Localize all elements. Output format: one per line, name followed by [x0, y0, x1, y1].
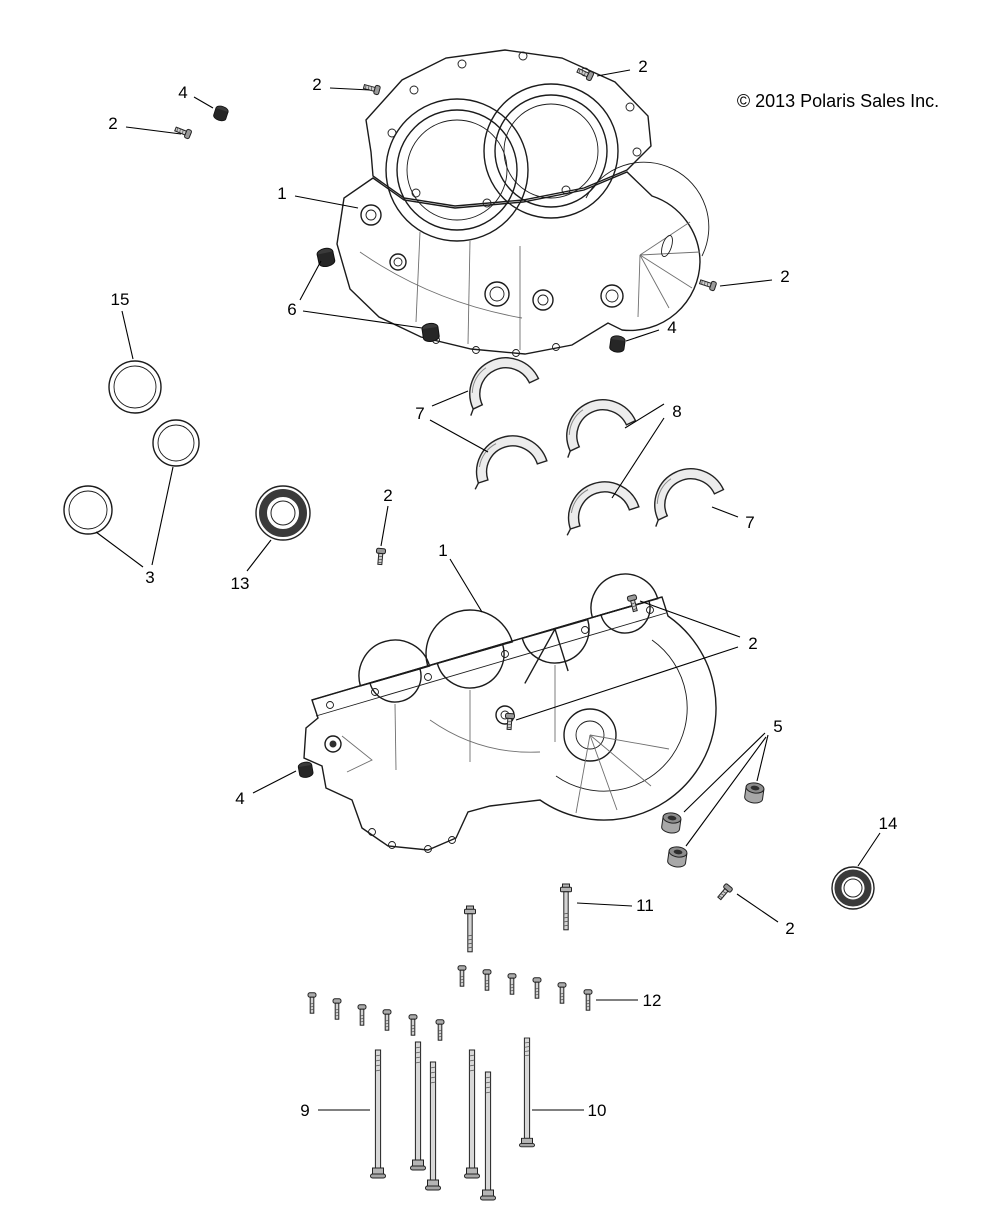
oil-seal-14: [831, 866, 875, 910]
callout-2: 2: [748, 634, 757, 653]
bearing-shell: [549, 387, 639, 459]
callout-2: 2: [383, 486, 392, 505]
screw: [698, 277, 718, 292]
copyright-text: © 2013 Polaris Sales Inc.: [737, 91, 939, 111]
callout-13: 13: [231, 574, 250, 593]
callout-6: 6: [287, 300, 296, 319]
bearing-shell: [461, 425, 550, 491]
callout-7: 7: [745, 513, 754, 532]
screw: [173, 124, 193, 140]
callout-4: 4: [235, 789, 244, 808]
bearing-shell: [637, 456, 727, 528]
callout-5: 5: [773, 717, 782, 736]
screw: [715, 882, 734, 902]
callout-10: 10: [588, 1101, 607, 1120]
screw: [374, 547, 387, 566]
callout-3: 3: [145, 568, 154, 587]
screw: [504, 712, 516, 731]
long-bolt-group: [370, 1037, 535, 1201]
callout-2: 2: [785, 919, 794, 938]
callout-4: 4: [667, 318, 676, 337]
cylinder-block-drawing: [336, 49, 710, 357]
plug: [297, 760, 315, 779]
crankcase-drawing: [303, 573, 717, 853]
callout-2: 2: [108, 114, 117, 133]
callout-1: 1: [277, 184, 286, 203]
bolt-cluster: [307, 965, 593, 1041]
callout-7: 7: [415, 404, 424, 423]
bearing-shell: [452, 345, 542, 417]
o-ring-3b: [152, 419, 200, 467]
o-ring-15: [108, 360, 162, 414]
bushing: [660, 811, 683, 835]
callout-12: 12: [643, 991, 662, 1010]
callout-2: 2: [312, 75, 321, 94]
callout-4: 4: [178, 83, 187, 102]
callout-14: 14: [879, 814, 898, 833]
bolt: [464, 905, 476, 953]
o-ring-3a: [63, 485, 113, 535]
screw: [362, 81, 382, 96]
bolt: [560, 883, 572, 931]
callout-1: 1: [438, 541, 447, 560]
leader-lines: [95, 69, 881, 1111]
oil-seal-13: [255, 485, 311, 541]
callout-8: 8: [672, 402, 681, 421]
bearing-shell: [553, 471, 642, 537]
plug: [608, 334, 627, 354]
callout-11: 11: [636, 896, 654, 915]
screw: [626, 593, 641, 613]
plug: [420, 321, 441, 343]
callout-2: 2: [638, 57, 647, 76]
callout-2: 2: [780, 267, 789, 286]
bushing: [743, 781, 766, 805]
callout-9: 9: [300, 1101, 309, 1120]
callout-15: 15: [111, 290, 130, 309]
bushing: [666, 845, 689, 869]
plug: [212, 104, 230, 123]
